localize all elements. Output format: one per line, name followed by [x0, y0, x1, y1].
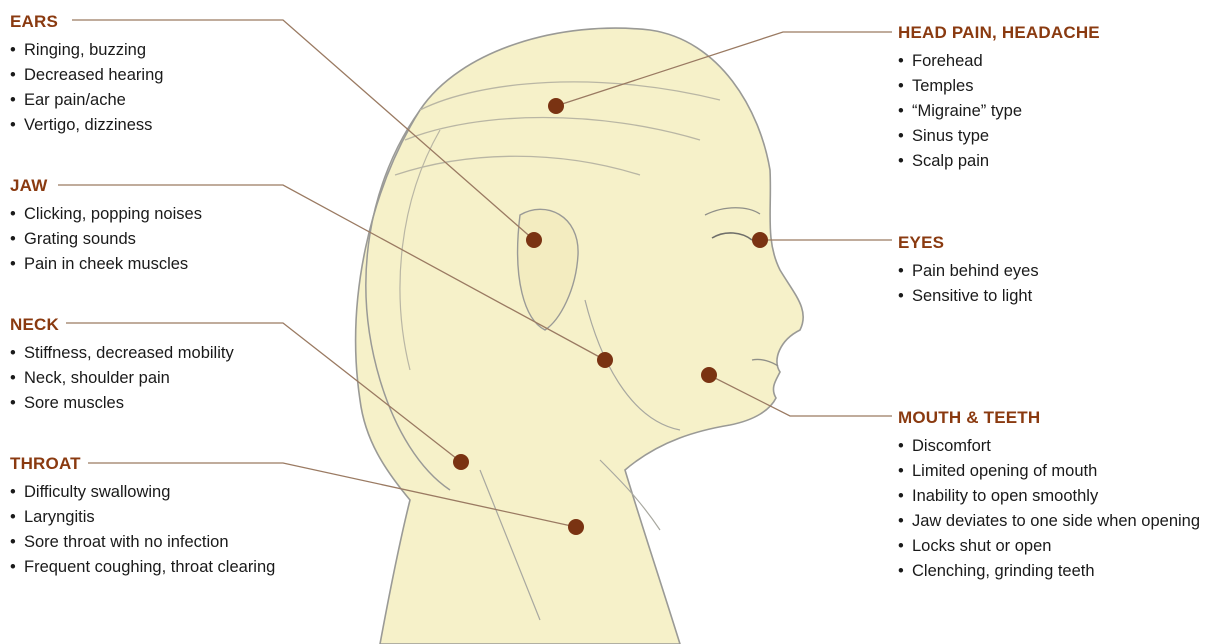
marker-ears — [526, 232, 542, 248]
jaw-list: Clicking, popping noises Grating sounds … — [10, 202, 202, 277]
list-item: Sinus type — [898, 124, 1100, 149]
list-item: Inability to open smoothly — [898, 484, 1200, 509]
list-item: Locks shut or open — [898, 534, 1200, 559]
list-item: Stiffness, decreased mobility — [10, 341, 234, 366]
list-item: Forehead — [898, 49, 1100, 74]
list-item: Scalp pain — [898, 149, 1100, 174]
head-pain-heading: HEAD PAIN, HEADACHE — [898, 23, 1100, 43]
throat-list: Difficulty swallowing Laryngitis Sore th… — [10, 480, 275, 580]
list-item: Pain in cheek muscles — [10, 252, 202, 277]
mouth-teeth-list: Discomfort Limited opening of mouth Inab… — [898, 434, 1200, 584]
throat-heading: THROAT — [10, 454, 275, 474]
list-item: Temples — [898, 74, 1100, 99]
list-item: Discomfort — [898, 434, 1200, 459]
list-item: Difficulty swallowing — [10, 480, 275, 505]
list-item: Decreased hearing — [10, 63, 163, 88]
marker-neck — [453, 454, 469, 470]
list-item: Limited opening of mouth — [898, 459, 1200, 484]
list-item: Ear pain/ache — [10, 88, 163, 113]
list-item: Vertigo, dizziness — [10, 113, 163, 138]
head-silhouette — [356, 28, 804, 644]
marker-mouth — [701, 367, 717, 383]
list-item: Sore throat with no infection — [10, 530, 275, 555]
list-item: Neck, shoulder pain — [10, 366, 234, 391]
ears-group: EARS Ringing, buzzing Decreased hearing … — [10, 12, 163, 138]
eyes-list: Pain behind eyes Sensitive to light — [898, 259, 1039, 309]
list-item: Sore muscles — [10, 391, 234, 416]
list-item: Sensitive to light — [898, 284, 1039, 309]
mouth-teeth-heading: MOUTH & TEETH — [898, 408, 1200, 428]
head-pain-group: HEAD PAIN, HEADACHE Forehead Temples “Mi… — [898, 23, 1100, 174]
list-item: Clenching, grinding teeth — [898, 559, 1200, 584]
marker-eyes — [752, 232, 768, 248]
neck-group: NECK Stiffness, decreased mobility Neck,… — [10, 315, 234, 416]
list-item: Grating sounds — [10, 227, 202, 252]
head-pain-list: Forehead Temples “Migraine” type Sinus t… — [898, 49, 1100, 174]
jaw-heading: JAW — [10, 176, 202, 196]
list-item: Jaw deviates to one side when opening — [898, 509, 1200, 534]
list-item: Frequent coughing, throat clearing — [10, 555, 275, 580]
mouth-teeth-group: MOUTH & TEETH Discomfort Limited opening… — [898, 408, 1200, 584]
marker-head — [548, 98, 564, 114]
neck-list: Stiffness, decreased mobility Neck, shou… — [10, 341, 234, 416]
list-item: “Migraine” type — [898, 99, 1100, 124]
list-item: Laryngitis — [10, 505, 275, 530]
eyes-heading: EYES — [898, 233, 1039, 253]
ears-list: Ringing, buzzing Decreased hearing Ear p… — [10, 38, 163, 138]
throat-group: THROAT Difficulty swallowing Laryngitis … — [10, 454, 275, 580]
marker-throat — [568, 519, 584, 535]
jaw-group: JAW Clicking, popping noises Grating sou… — [10, 176, 202, 277]
eyes-group: EYES Pain behind eyes Sensitive to light — [898, 233, 1039, 309]
ears-heading: EARS — [10, 12, 163, 32]
neck-heading: NECK — [10, 315, 234, 335]
marker-jaw — [597, 352, 613, 368]
list-item: Ringing, buzzing — [10, 38, 163, 63]
list-item: Pain behind eyes — [898, 259, 1039, 284]
list-item: Clicking, popping noises — [10, 202, 202, 227]
